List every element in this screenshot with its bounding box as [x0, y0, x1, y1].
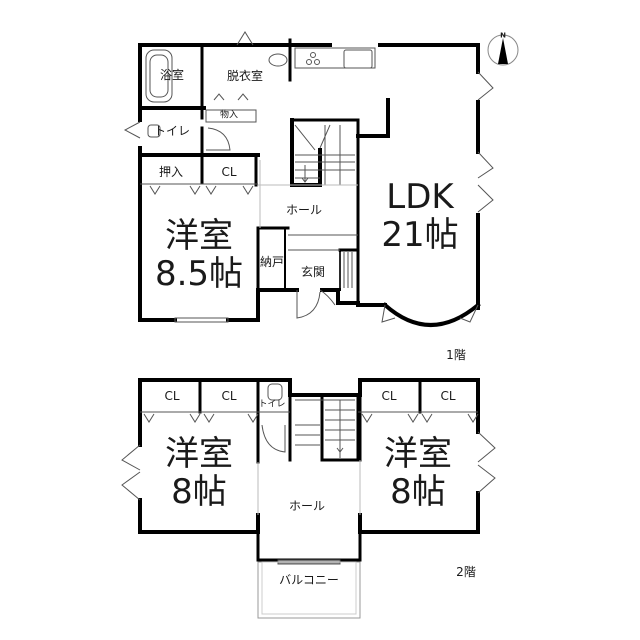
room-label-closet-2f-2: CL: [221, 389, 237, 403]
room-label-toilet-2f: トイレ: [258, 399, 286, 410]
floor-label-1f: 1階: [446, 348, 466, 362]
floor2-fixtures: [121, 383, 496, 619]
room-label-west-room-2f: 洋室 8帖: [165, 435, 233, 511]
floor-label-2f: 2階: [456, 565, 476, 579]
compass-north-label: N: [500, 31, 506, 40]
room-label-western-1f: 洋室 8.5帖: [155, 217, 243, 293]
room-label-storage: 物入: [219, 110, 239, 121]
room-name: 洋室: [384, 434, 452, 474]
room-label-closet-2f-1: CL: [164, 389, 180, 403]
room-name: 洋室: [164, 216, 233, 256]
room-name: LDK: [386, 177, 454, 217]
room-size: 21帖: [381, 215, 459, 255]
room-label-hall-1f: ホール: [285, 203, 323, 217]
room-label-closet: CL: [221, 165, 237, 179]
room-label-ldk: LDK 21帖: [381, 178, 458, 254]
room-label-entrance: 玄関: [300, 265, 326, 279]
room-label-closet-2f-3: CL: [381, 389, 397, 403]
floor1-fixtures: [123, 31, 494, 323]
room-label-east-room-2f: 洋室 8帖: [384, 435, 452, 511]
room-label-dressing: 脱衣室: [226, 69, 264, 83]
room-label-closet-2f-4: CL: [440, 389, 456, 403]
room-label-nando: 納戸: [259, 255, 285, 269]
floor1-walls: [138, 38, 481, 327]
room-label-hall-2f: ホール: [288, 499, 326, 513]
room-label-bath: 浴室: [159, 68, 185, 82]
room-label-balcony: バルコニー: [279, 573, 339, 587]
room-size: 8.5帖: [154, 254, 244, 294]
floor2-walls: [138, 378, 480, 562]
room-name: 洋室: [165, 434, 233, 474]
compass-icon: [487, 34, 519, 66]
room-size: 8帖: [390, 472, 446, 512]
room-label-toilet: トイレ: [153, 124, 191, 138]
room-label-oshiire: 押入: [158, 165, 184, 179]
room-size: 8帖: [171, 472, 227, 512]
